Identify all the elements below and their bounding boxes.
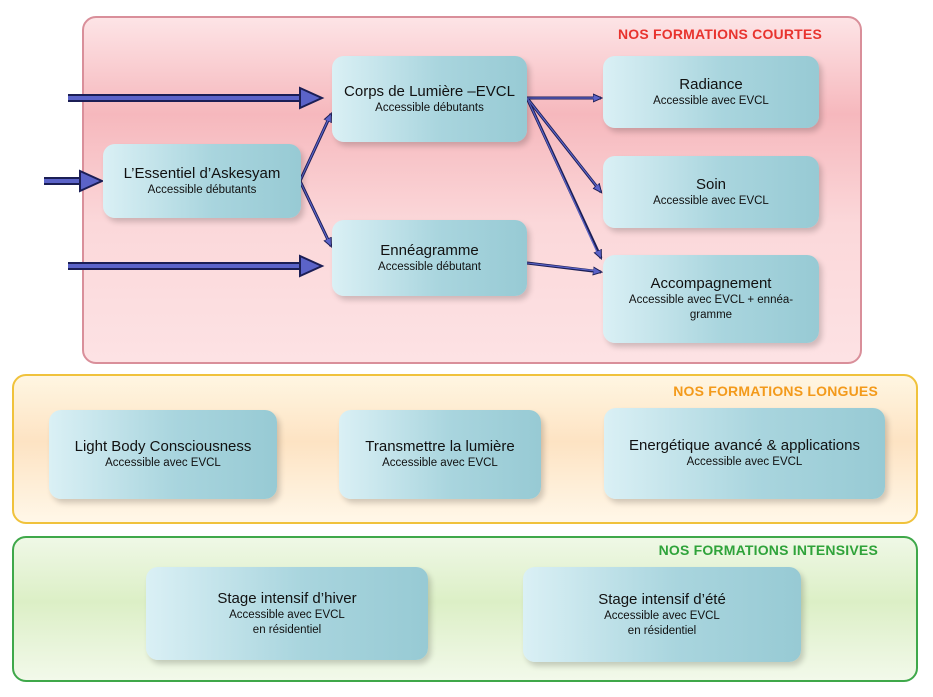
entry-arrow-enneagramme: [68, 254, 325, 278]
node-subtitle: Accessible avec EVCL: [653, 194, 769, 207]
node-subtitle: Accessible débutant: [378, 260, 481, 273]
node-subtitle: Accessible avec EVCL: [229, 608, 345, 621]
node-stage-intensif-ete: Stage intensif d’été Accessible avec EVC…: [523, 567, 801, 662]
node-title: Corps de Lumière –EVCL: [344, 82, 515, 100]
node-title: Soin: [695, 175, 727, 193]
node-subtitle: Accessible avec EVCL: [653, 94, 769, 107]
node-title: Light Body Consciousness: [74, 438, 252, 455]
node-soin: Soin Accessible avec EVCL: [603, 156, 819, 228]
node-energetique-avance: Energétique avancé & applications Access…: [604, 408, 885, 499]
short-trainings-title: NOS FORMATIONS COURTES: [617, 26, 822, 42]
node-enneagramme: Ennéagramme Accessible débutant: [332, 220, 527, 296]
long-trainings-title: NOS FORMATIONS LONGUES: [673, 383, 878, 399]
node-subtitle: en résidentiel: [252, 623, 322, 636]
node-accompagnement: Accompagnement Accessible avec EVCL + en…: [603, 255, 819, 343]
node-subtitle: Accessible avec EVCL: [382, 457, 498, 469]
node-title: Radiance: [679, 75, 743, 93]
node-title: Accompagnement: [650, 275, 772, 292]
node-subtitle: Accessible avec EVCL: [686, 456, 803, 468]
node-subtitle: en résidentiel: [627, 624, 697, 637]
node-title: Ennéagramme: [380, 241, 479, 259]
node-subtitle: Accessible avec EVCL + ennéa-: [628, 294, 794, 306]
node-subtitle: Accessible débutants: [375, 101, 484, 114]
node-stage-intensif-hiver: Stage intensif d’hiver Accessible avec E…: [146, 567, 428, 660]
node-title: Stage intensif d’été: [598, 590, 726, 608]
node-subtitle: Accessible avec EVCL: [604, 609, 720, 622]
entry-arrow-corps: [68, 86, 325, 110]
node-title: Transmettre la lumière: [365, 438, 515, 455]
intensive-trainings-title: NOS FORMATIONS INTENSIVES: [658, 542, 878, 558]
node-essentiel-askesyam: L’Essentiel d’Askesyam Accessible débuta…: [103, 144, 301, 218]
node-subtitle: Accessible avec EVCL: [105, 457, 221, 469]
node-title: L’Essentiel d’Askesyam: [123, 164, 281, 182]
node-corps-de-lumiere: Corps de Lumière –EVCL Accessible débuta…: [332, 56, 527, 142]
node-transmettre-la-lumiere: Transmettre la lumière Accessible avec E…: [339, 410, 541, 499]
node-light-body-consciousness: Light Body Consciousness Accessible avec…: [49, 410, 277, 499]
node-subtitle: Accessible débutants: [147, 183, 257, 196]
node-subtitle: gramme: [689, 309, 733, 321]
node-title: Energétique avancé & applications: [629, 437, 860, 454]
node-radiance: Radiance Accessible avec EVCL: [603, 56, 819, 128]
entry-arrow-essentiel: [44, 169, 105, 193]
node-title: Stage intensif d’hiver: [217, 589, 357, 607]
